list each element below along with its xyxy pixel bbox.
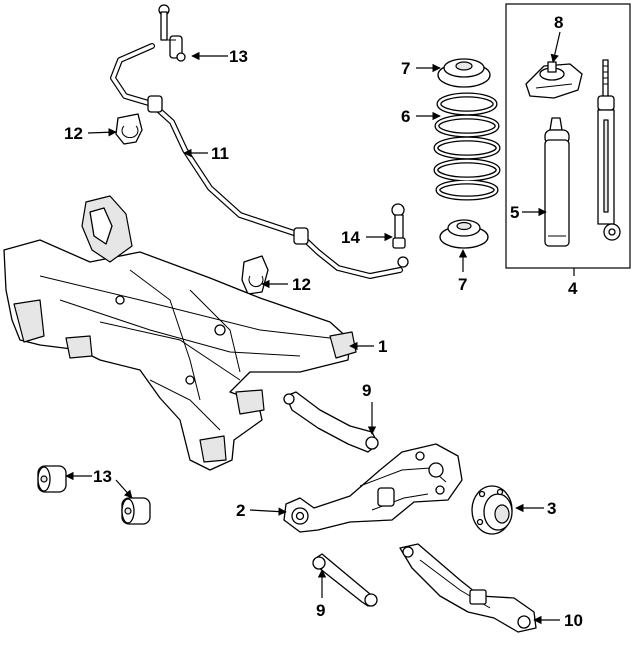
callout-8: 8	[554, 13, 563, 32]
stabilizer-bushing-upper	[115, 113, 143, 145]
callout-13-lower: 14	[341, 228, 360, 247]
shock-mount	[525, 61, 583, 99]
shock-kit-box	[505, 3, 631, 269]
callout-7-lower: 7	[458, 275, 467, 294]
upper-control-arm	[283, 391, 379, 453]
spring-insulator-lower	[439, 219, 489, 249]
crossmember-subframe	[3, 195, 357, 471]
callout-14: 13	[93, 467, 112, 486]
callout-6: 6	[401, 107, 410, 126]
callout-9-right: 10	[564, 611, 583, 630]
callout-2: 2	[236, 501, 245, 520]
dust-boot	[544, 117, 570, 247]
stabilizer-link-upper	[158, 4, 186, 62]
coil-spring	[433, 92, 501, 201]
callout-4: 4	[568, 279, 578, 298]
stabilizer-bar	[110, 43, 403, 279]
callout-7-upper: 7	[401, 59, 410, 78]
callout-12-upper: 12	[64, 124, 83, 143]
bushing-left	[37, 465, 67, 493]
trailing-arm	[283, 443, 463, 533]
lower-control-arm-right	[399, 543, 537, 633]
callout-9-left: 9	[316, 601, 325, 620]
callout-5: 5	[510, 203, 519, 222]
stabilizer-bushing-lower	[241, 255, 269, 295]
callout-1: 1	[378, 337, 387, 356]
spring-insulator-upper	[437, 58, 491, 88]
shock-absorber	[597, 59, 621, 241]
callout-12-lower: 12	[292, 275, 311, 294]
callout-3: 3	[547, 499, 556, 518]
hub-bearing	[471, 485, 513, 535]
callout-10: 9	[362, 381, 371, 400]
bushing-right	[121, 497, 151, 525]
callout-11: 11	[211, 144, 229, 163]
callout-13-upper: 13	[229, 47, 248, 66]
stabilizer-link-lower	[391, 203, 409, 268]
